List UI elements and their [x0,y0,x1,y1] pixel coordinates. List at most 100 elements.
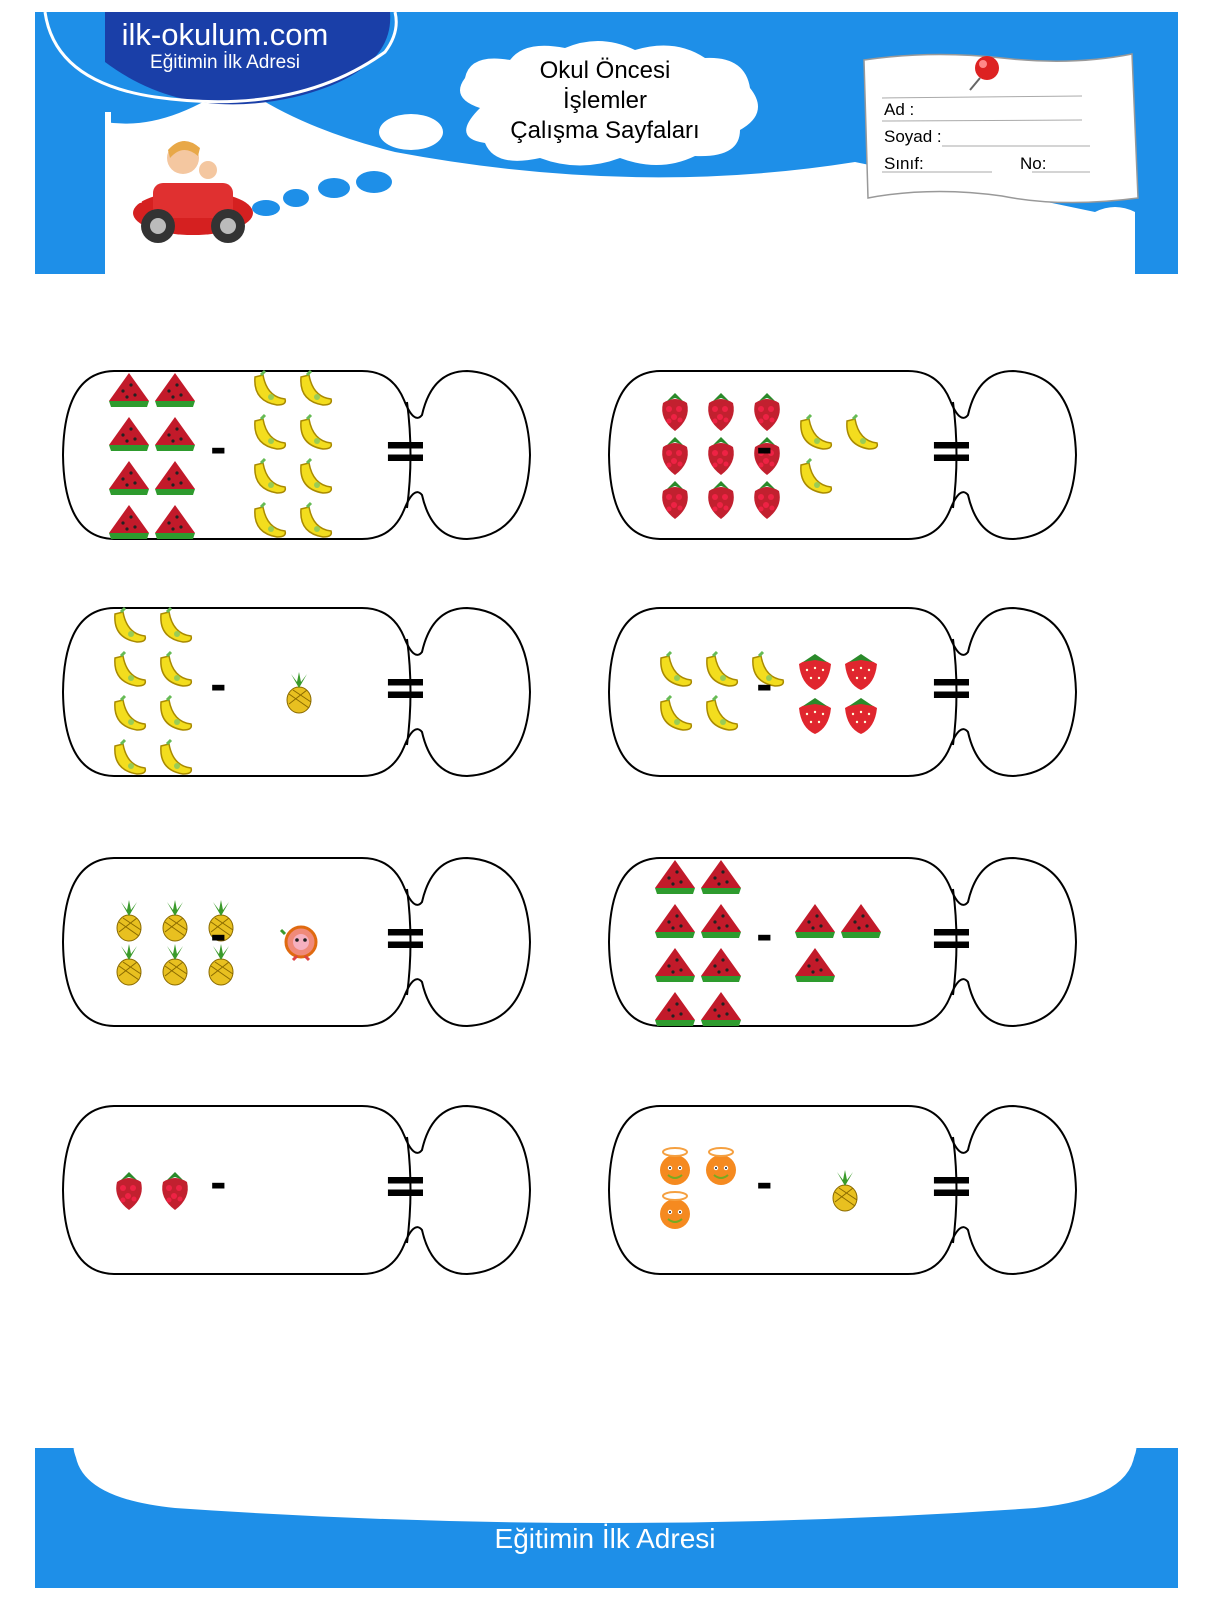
orange-icon [706,1147,736,1185]
answer-box[interactable] [970,877,1066,1007]
answer-box[interactable] [424,627,520,757]
pineapple-icon [116,900,142,942]
banana-icon [846,413,879,450]
equals-sign: = [928,418,975,483]
banana-icon [254,457,287,494]
watermelon-icon [701,904,741,938]
exercise-frame [608,857,1078,1027]
minus-sign: - [210,663,227,709]
banana-icon [114,650,147,687]
banana-icon [254,413,287,450]
banana-icon [254,501,287,538]
raspberry-icon [662,481,688,519]
banana-icon [114,738,147,775]
exercise-card: -= [608,1105,1088,1275]
banana-icon [300,457,333,494]
minus-sign: - [210,426,227,472]
answer-box[interactable] [970,390,1066,520]
raspberry-icon [116,1172,142,1210]
minus-sign: - [210,913,227,959]
minus-sign: - [756,1161,773,1207]
raspberry-icon [708,393,734,431]
banana-icon [800,457,833,494]
raspberry-icon [754,481,780,519]
answer-box[interactable] [424,877,520,1007]
exercise-card: -= [62,857,542,1027]
watermelon-icon [655,992,695,1026]
banana-icon [660,650,693,687]
banana-icon [160,738,193,775]
strawberry-icon [845,654,877,690]
watermelon-icon [155,505,195,539]
raspberry-icon [662,393,688,431]
equals-sign: = [382,655,429,720]
strawberry-icon [799,698,831,734]
banana-icon [160,650,193,687]
watermelon-icon [701,948,741,982]
equals-sign: = [928,655,975,720]
watermelon-icon [155,373,195,407]
banana-icon [300,413,333,450]
equals-sign: = [928,1153,975,1218]
footer-logo[interactable]: ilk-okulum.com Eğitimin İlk Adresi [330,1478,880,1556]
exercise-card: -= [62,606,542,777]
soyad-label: Soyad : [884,127,942,146]
thought-bubbles [252,114,443,216]
equals-sign: = [382,1153,429,1218]
banana-icon [752,650,785,687]
exercise-card: -= [608,857,1088,1027]
watermelon-icon [655,904,695,938]
name-card [863,53,1139,204]
minus-sign: - [756,426,773,472]
worksheet-title: Okul Öncesi İşlemler Çalışma Sayfaları [470,56,740,146]
pineapple-icon [162,944,188,986]
sinif-label: Sınıf: [884,154,924,173]
banana-icon [114,606,147,643]
raspberry-icon [162,1172,188,1210]
pineapple-icon [208,944,234,986]
raspberry-icon [708,437,734,475]
minus-sign: - [756,913,773,959]
exercise-frame [62,1105,532,1275]
banana-icon [300,369,333,406]
raspberry-icon [708,481,734,519]
watermelon-icon [109,461,149,495]
no-label: No: [1020,154,1047,173]
footer-tagline: Eğitimin İlk Adresi [494,1523,716,1554]
watermelon-icon [655,948,695,982]
answer-box[interactable] [424,1125,520,1255]
equals-sign: = [382,418,429,483]
answer-box[interactable] [970,627,1066,757]
pineapple-icon [286,672,312,714]
equals-sign: = [382,905,429,970]
banana-icon [706,694,739,731]
watermelon-icon [795,948,835,982]
banana-icon [800,413,833,450]
watermelon-icon [655,860,695,894]
grapefruit-icon [279,925,318,962]
car-illustration [133,140,253,243]
title-line-1: Okul Öncesi [539,57,671,84]
header-logo[interactable]: ilk-okulum.com Eğitimin İlk Adresi [60,18,390,74]
exercise-card: -= [62,1105,542,1275]
footer-site-name: ilk-okulum.com [464,1476,746,1523]
raspberry-icon [754,393,780,431]
watermelon-icon [841,904,881,938]
banana-icon [254,369,287,406]
watermelon-icon [155,461,195,495]
answer-box[interactable] [970,1125,1066,1255]
watermelon-icon [109,417,149,451]
banana-icon [160,694,193,731]
minus-sign: - [756,663,773,709]
banana-icon [706,650,739,687]
footer-banner [35,1448,1178,1588]
banana-icon [114,694,147,731]
watermelon-icon [109,373,149,407]
minus-sign: - [210,1161,227,1207]
exercise-card: -= [608,607,1088,777]
exercise-frame [608,607,1078,777]
pineapple-icon [162,900,188,942]
pineapple-icon [116,944,142,986]
answer-box[interactable] [424,390,520,520]
watermelon-icon [701,860,741,894]
